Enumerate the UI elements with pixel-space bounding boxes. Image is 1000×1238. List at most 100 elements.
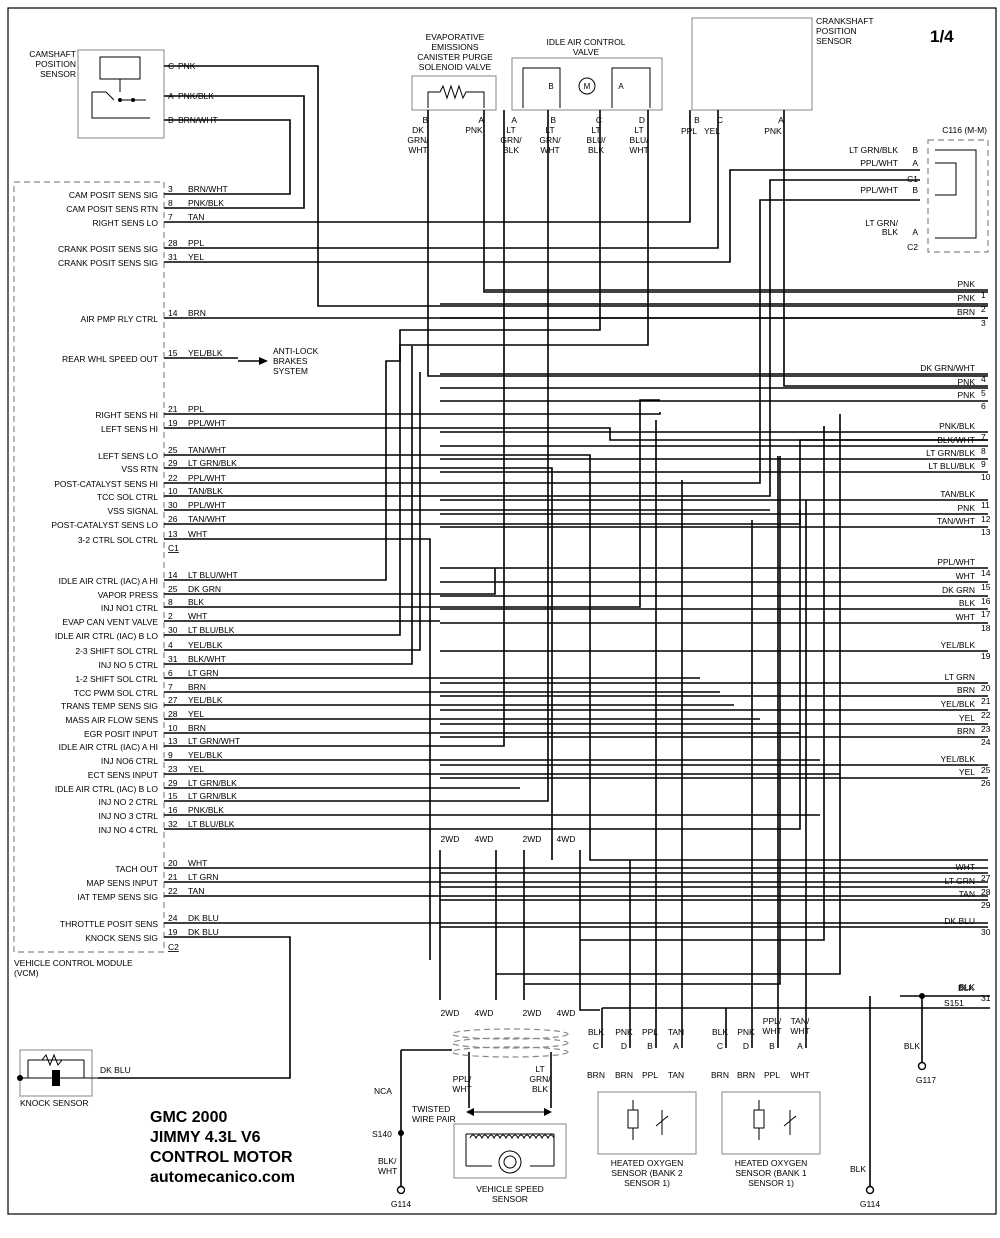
output-num-9: 9 xyxy=(981,459,986,469)
c116-connector: C116 (M-M) xyxy=(927,125,989,253)
drive-label-2: 2WD xyxy=(523,834,542,844)
iac-pin-color-b-0: GRN/ xyxy=(500,135,522,145)
output-num-14: 14 xyxy=(981,568,991,578)
vcm-row-color-22: BLK/WHT xyxy=(188,654,226,664)
vcm-row-name-14: POST-CATALYST SENS LO xyxy=(51,520,158,530)
vcm-row-color-26: YEL xyxy=(188,709,204,719)
vcm-connector-c1: C1 xyxy=(168,543,179,553)
drive-label-1: 4WD xyxy=(475,834,494,844)
output-color-15: WHT xyxy=(956,571,975,581)
routing-wire-2 xyxy=(164,119,291,195)
vcm-row-color-31: LT GRN/BLK xyxy=(188,778,237,788)
output-num-19: 19 xyxy=(981,651,991,661)
vcm-row-color-9: TAN/WHT xyxy=(188,445,226,455)
vcm-row-color-8: PPL/WHT xyxy=(188,418,226,428)
vcm-row-color-15: WHT xyxy=(188,529,207,539)
vcm-row-color-12: TAN/BLK xyxy=(188,486,223,496)
vcm-row-pin-31: 29 xyxy=(168,778,178,788)
output-num-17: 17 xyxy=(981,609,991,619)
vcm-row-color-13: PPL/WHT xyxy=(188,500,226,510)
output-color-1: PNK xyxy=(958,279,976,289)
vcm-row-color-25: YEL/BLK xyxy=(188,695,223,705)
vcm-row-pin-21: 4 xyxy=(168,640,173,650)
vcm-row-color-29: YEL/BLK xyxy=(188,750,223,760)
ho2s-b1-label-1: HEATED OXYGEN xyxy=(735,1158,808,1168)
routing-wire-48 xyxy=(580,426,825,941)
output-num-13: 13 xyxy=(981,527,991,537)
vcm-row-name-30: ECT SENS INPUT xyxy=(88,770,158,780)
ground-blk-g117: BLK xyxy=(904,1041,920,1051)
vcm-row-pin-19: 2 xyxy=(168,611,173,621)
ho2s-b1-top2-3: WHT xyxy=(790,1026,809,1036)
knock-wire-color: DK BLU xyxy=(100,1065,131,1075)
vcm-row-name-7: RIGHT SENS HI xyxy=(95,410,158,420)
routing-wire-50 xyxy=(524,456,781,985)
vcm-row-pin-5: 14 xyxy=(168,308,178,318)
ho2s-b1-pin-2: B xyxy=(769,1041,775,1051)
vcm-row-name-11: POST-CATALYST SENS HI xyxy=(54,479,158,489)
crank-pin-1: C xyxy=(717,115,723,125)
output-num-25: 25 xyxy=(981,765,991,775)
vcm-row-name-21: 2-3 SHIFT SOL CTRL xyxy=(75,646,158,656)
vcm-row-pin-30: 23 xyxy=(168,764,178,774)
drive-label-5: 4WD xyxy=(475,1008,494,1018)
vcm-row-name-38: THROTTLE POSIT SENS xyxy=(60,919,158,929)
crank-pin-0: B xyxy=(694,115,700,125)
vcm-row-color-2: TAN xyxy=(188,212,204,222)
routing-wire-12 xyxy=(164,199,920,484)
output-color-18: WHT xyxy=(956,612,975,622)
evap-label-3: CANISTER PURGE xyxy=(417,52,493,62)
vcm-row-pin-15: 13 xyxy=(168,529,178,539)
routing-wire-10 xyxy=(164,454,988,861)
vcm-row-pin-11: 22 xyxy=(168,473,178,483)
vcm-row-pin-34: 32 xyxy=(168,819,178,829)
vcm-row-color-28: LT GRN/WHT xyxy=(188,736,240,746)
iac-pin-color-c-1: WHT xyxy=(540,145,559,155)
vcm-row-name-33: INJ NO 3 CTRL xyxy=(98,811,158,821)
vcm-row-color-1: PNK/BLK xyxy=(188,198,224,208)
vcm-row-pin-4: 31 xyxy=(168,252,178,262)
c116-color-0: LT GRN/BLK xyxy=(849,145,898,155)
vcm-row-color-24: BRN xyxy=(188,682,206,692)
routing-wire-4 xyxy=(164,110,719,249)
ho2s-b1-bottom-2: PPL xyxy=(764,1070,780,1080)
vcm-row-name-20: IDLE AIR CTRL (IAC) B LO xyxy=(55,631,159,641)
output-num-22: 22 xyxy=(981,710,991,720)
output-num-6: 6 xyxy=(981,401,986,411)
ho2s-b2-bottom-1: BRN xyxy=(615,1070,633,1080)
camshaft-label-3: SENSOR xyxy=(40,69,76,79)
vcm-boundary xyxy=(13,181,165,953)
c116-label: C116 (M-M) xyxy=(942,125,987,135)
routing-wire-49 xyxy=(496,414,841,975)
c116-pin-2: C1 xyxy=(907,174,918,184)
vcm-row-pin-28: 13 xyxy=(168,736,178,746)
crank-label-3: SENSOR xyxy=(816,36,852,46)
evap-pin-color-c-0: WHT xyxy=(408,145,427,155)
footer-line-4: automecanico.com xyxy=(150,1169,295,1186)
vcm-row-pin-36: 21 xyxy=(168,872,178,882)
vss-pin-grn-3: BLK xyxy=(532,1084,548,1094)
iac-pin-color-b-2: BLU/ xyxy=(587,135,607,145)
vcm-row-pin-7: 21 xyxy=(168,404,178,414)
evap-pin-color-b-0: GRN/ xyxy=(407,135,429,145)
vcm-row-pin-29: 9 xyxy=(168,750,173,760)
vcm-row-name-16: IDLE AIR CTRL (IAC) A HI xyxy=(59,576,158,586)
vcm-row-name-26: MASS AIR FLOW SENS xyxy=(65,715,158,725)
c116-color-4: LT GRN/ xyxy=(865,218,898,228)
ho2s-b1-bottom-0: BRN xyxy=(711,1070,729,1080)
vcm-row-name-1: CAM POSIT SENS RTN xyxy=(66,204,158,214)
vcm-row-name-34: INJ NO 4 CTRL xyxy=(98,825,158,835)
vcm-row-pin-26: 28 xyxy=(168,709,178,719)
vcm-row-color-34: LT BLU/BLK xyxy=(188,819,235,829)
ho2s-b2-label-2: SENSOR (BANK 2 xyxy=(611,1168,683,1178)
ground-blkwht-1: BLK/ xyxy=(378,1156,397,1166)
vss-label-2: SENSOR xyxy=(492,1194,528,1204)
c116-pin-5: A xyxy=(912,227,918,237)
routing-wire-16 xyxy=(164,538,431,960)
vcm-row-color-30: YEL xyxy=(188,764,204,774)
ho2s-b2-pin-3: A xyxy=(673,1041,679,1051)
vcm-row-pin-24: 7 xyxy=(168,682,173,692)
vcm-row-color-20: LT BLU/BLK xyxy=(188,625,235,635)
routing-wire-22 xyxy=(164,372,421,651)
ho2s-b2-bottom-2: PPL xyxy=(642,1070,658,1080)
